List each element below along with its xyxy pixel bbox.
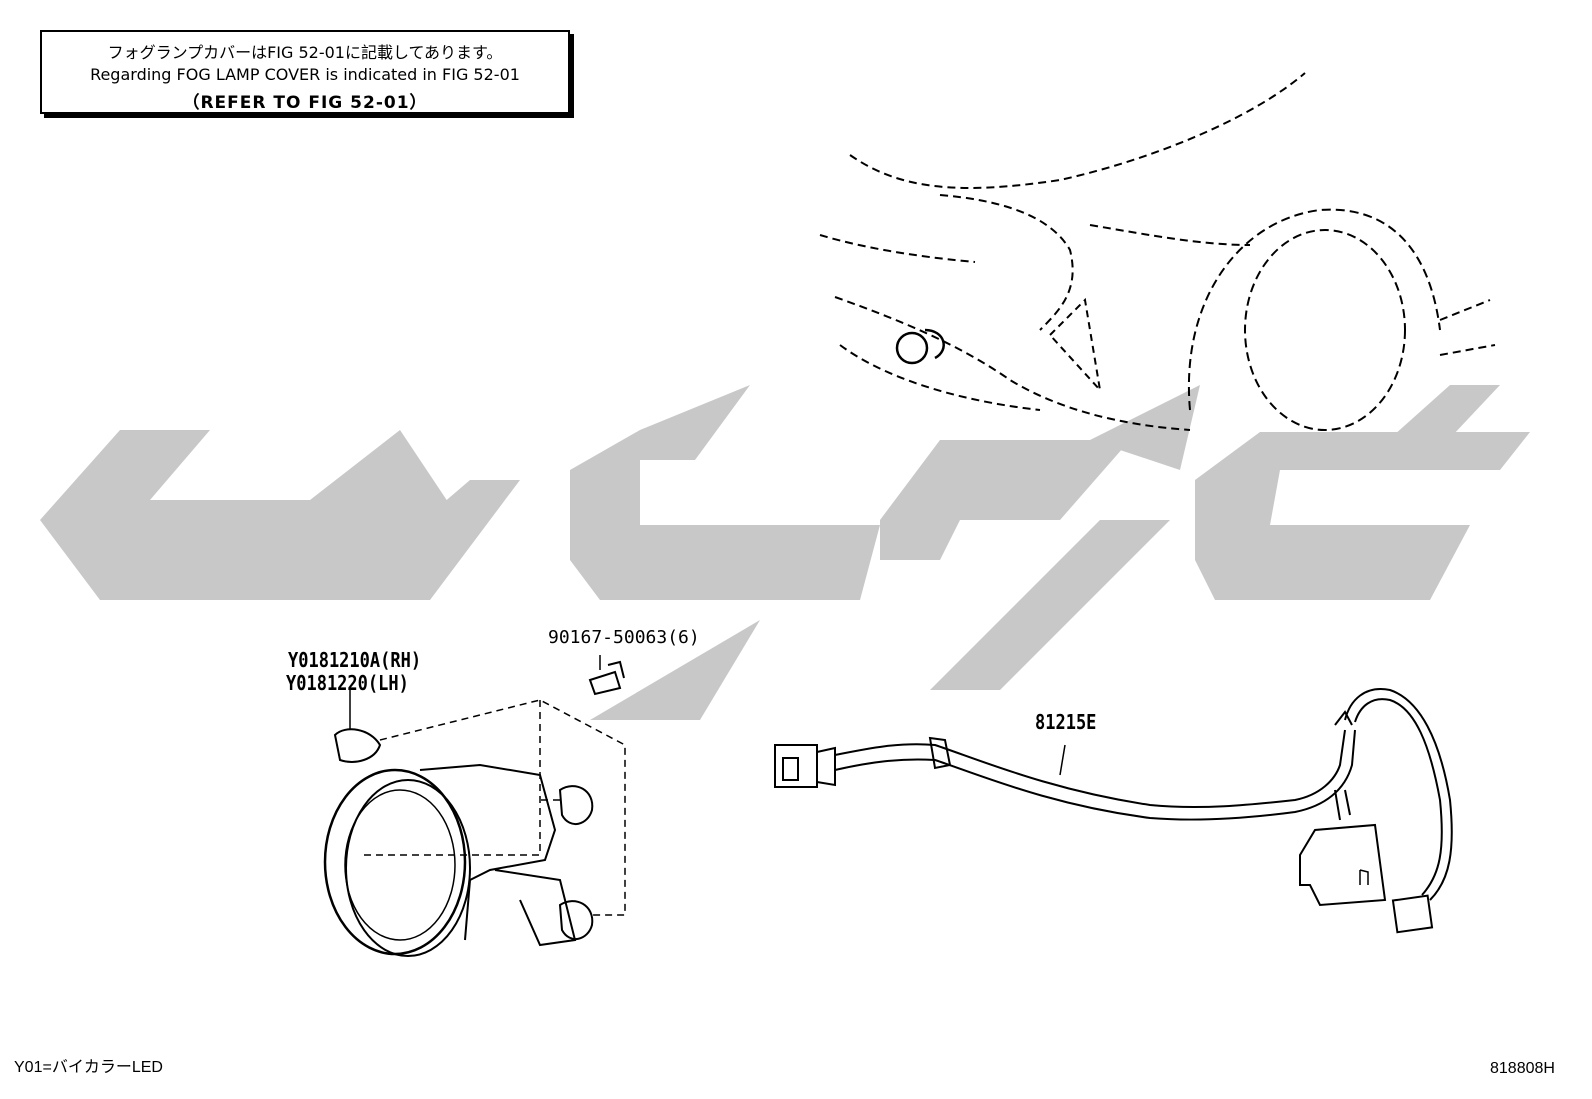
fog-lamp-assembly <box>323 655 626 957</box>
watermark-logo <box>40 385 1530 720</box>
connector-left <box>774 744 818 788</box>
watermark-glyph-3 <box>570 430 880 600</box>
bumper-lower <box>834 296 1191 431</box>
hood-edge <box>939 194 1074 331</box>
rocker-line <box>1439 299 1496 356</box>
lamp-mount-top <box>333 728 382 763</box>
hood-line <box>849 72 1306 189</box>
watermark-glyph-7 <box>1090 385 1200 470</box>
harness-part-number: 81215E <box>1035 710 1097 734</box>
wiring-harness <box>774 688 1453 934</box>
connector-right <box>1391 894 1434 934</box>
module <box>1299 823 1387 907</box>
bumper-bottom <box>839 344 1041 411</box>
watermark-glyph-2 <box>330 480 520 600</box>
note-reference: （REFER TO FIG 52-01） <box>182 93 428 113</box>
screw-part-number: 90167-50063(6) <box>548 627 700 648</box>
wheel <box>1244 229 1406 431</box>
bumper-upper <box>819 234 976 263</box>
watermark-glyph-9 <box>1355 385 1500 470</box>
lamp-body <box>419 763 557 941</box>
note-japanese: フォグランプカバーはFIG 52-01に記載してあります。 <box>107 43 503 62</box>
vehicle-front-outline <box>819 72 1496 431</box>
air-intake <box>1048 297 1102 394</box>
wheel-arch <box>1187 208 1441 411</box>
guide-lines <box>360 699 626 916</box>
harness-branch <box>1344 688 1453 901</box>
lamp-mount-right <box>558 785 594 825</box>
legend-note: Y01=バイカラーLED <box>14 1059 163 1076</box>
reference-note: フォグランプカバーはFIG 52-01に記載してあります。 Regarding … <box>40 30 570 114</box>
note-english: Regarding FOG LAMP COVER is indicated in… <box>90 65 520 84</box>
watermark-glyph-8 <box>1195 432 1530 600</box>
lamp-lh-part-number: Y0181220(LH) <box>286 671 409 695</box>
fender-line <box>1089 224 1251 246</box>
fog-lamp-location <box>895 331 929 365</box>
lamp-mount-bottom <box>558 900 594 940</box>
watermark-glyph-6 <box>930 520 1170 690</box>
screw <box>588 670 622 696</box>
watermark-glyph-4 <box>640 385 750 460</box>
lamp-rh-part-number: Y0181210A(RH) <box>288 648 422 672</box>
clip <box>928 736 952 770</box>
watermark-glyph-5 <box>880 440 1130 560</box>
watermark-glyph-10 <box>590 620 760 720</box>
illustration-id: 818808H <box>1490 1060 1555 1077</box>
fog-lamp-arrow <box>924 328 945 360</box>
harness-wire <box>834 729 1346 809</box>
watermark-glyph-1 <box>40 430 460 600</box>
